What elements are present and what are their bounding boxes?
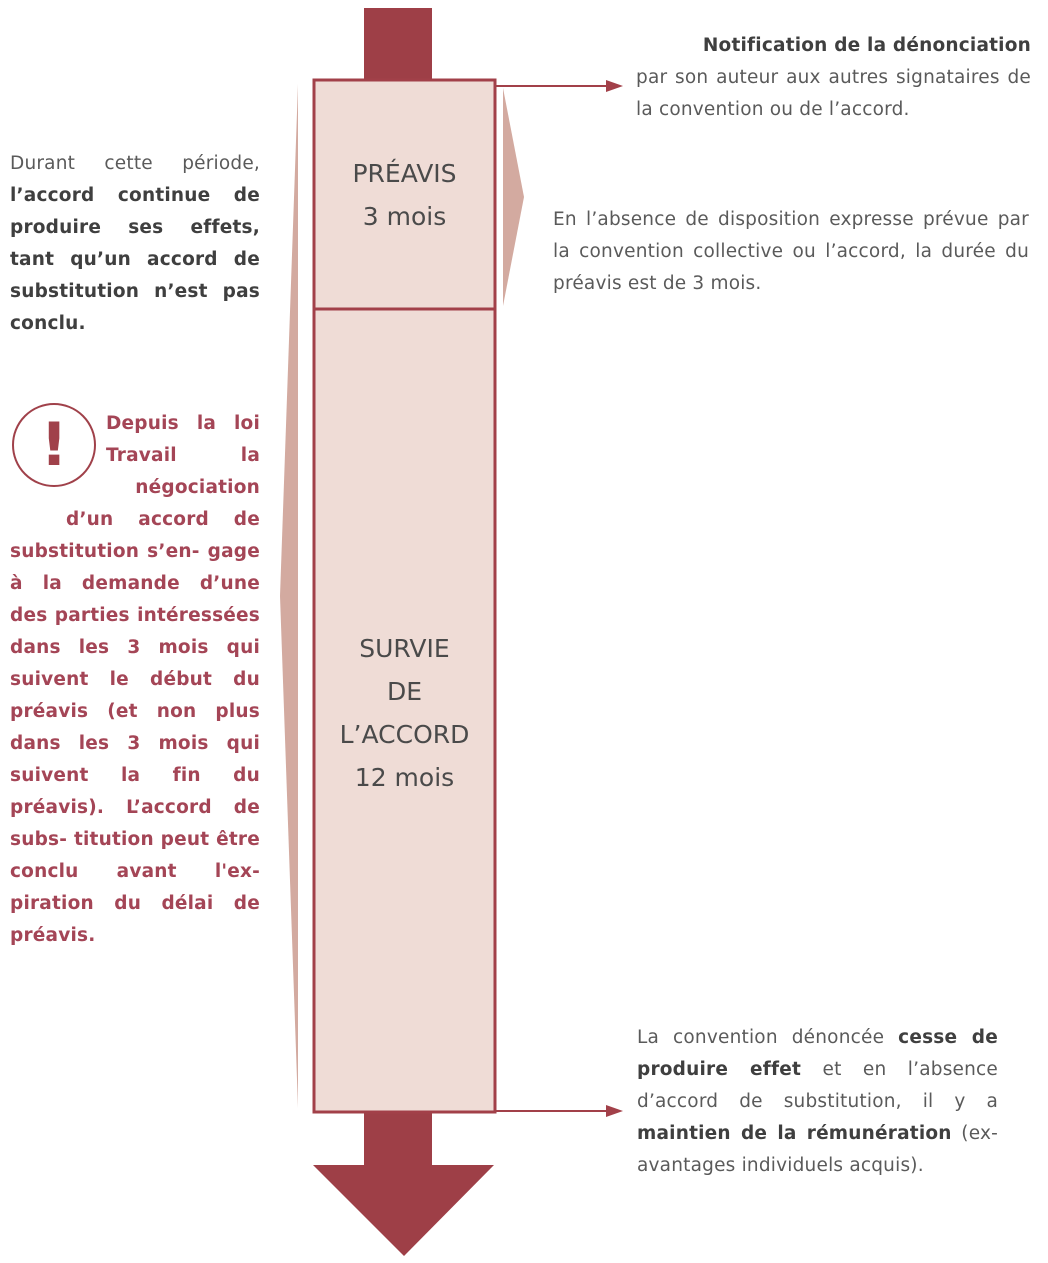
notification-body: par son auteur aux autres signataires de… — [636, 67, 1031, 120]
survie-title-line1: SURVIE — [359, 634, 450, 663]
end-arrow-head — [606, 1105, 623, 1117]
left-period-bold: l’accord continue de produire ses effets… — [10, 185, 260, 334]
left-period-text: Durant cette période, l’accord continue … — [10, 148, 260, 340]
bottom-arrow-shaft — [364, 1110, 432, 1168]
notification-arrow-head — [606, 80, 623, 92]
preavis-label: PRÉAVIS 3 mois — [314, 152, 495, 238]
bottom-arrow-head — [313, 1165, 494, 1256]
end-note-bold1: cesse de produire effet — [637, 1027, 998, 1080]
preavis-title: PRÉAVIS — [352, 159, 457, 188]
survie-box — [312, 307, 497, 1114]
notification-text: Notification de la dénonciation par son … — [636, 30, 1031, 126]
preavis-box — [312, 78, 497, 311]
warning-text-beside-icon: Depuis la loi Travail la négociation — [106, 413, 260, 498]
notification-heading: Notification de la dénonciation — [702, 35, 1031, 56]
end-note-part2: et en l’absence d’accord de substitution… — [637, 1059, 998, 1112]
left-period-bracket — [280, 84, 298, 1108]
warning-icon: ! — [12, 403, 96, 487]
survie-label: SURVIE DE L’ACCORD 12 mois — [314, 627, 495, 799]
top-arrow-shaft — [364, 8, 432, 84]
warning-text-body: d’un accord de substitution s’en- gage à… — [10, 509, 260, 946]
right-preavis-bracket — [503, 88, 524, 306]
end-note-part3: (ex-avantages individuels acquis). — [637, 1123, 998, 1176]
survie-title-line2: DE — [386, 677, 423, 706]
survie-duration: 12 mois — [354, 763, 455, 792]
preavis-note: En l’absence de disposition expresse pré… — [553, 209, 1029, 294]
survie-title-line3: L’ACCORD — [339, 720, 470, 749]
end-note-bold2: maintien de la rémunération — [637, 1123, 952, 1144]
end-note: La convention dénoncée cesse de produire… — [637, 1022, 998, 1182]
left-period-intro: Durant cette période, — [10, 153, 260, 174]
preavis-duration: 3 mois — [362, 202, 447, 231]
end-note-part1: La convention dénoncée — [637, 1027, 885, 1048]
